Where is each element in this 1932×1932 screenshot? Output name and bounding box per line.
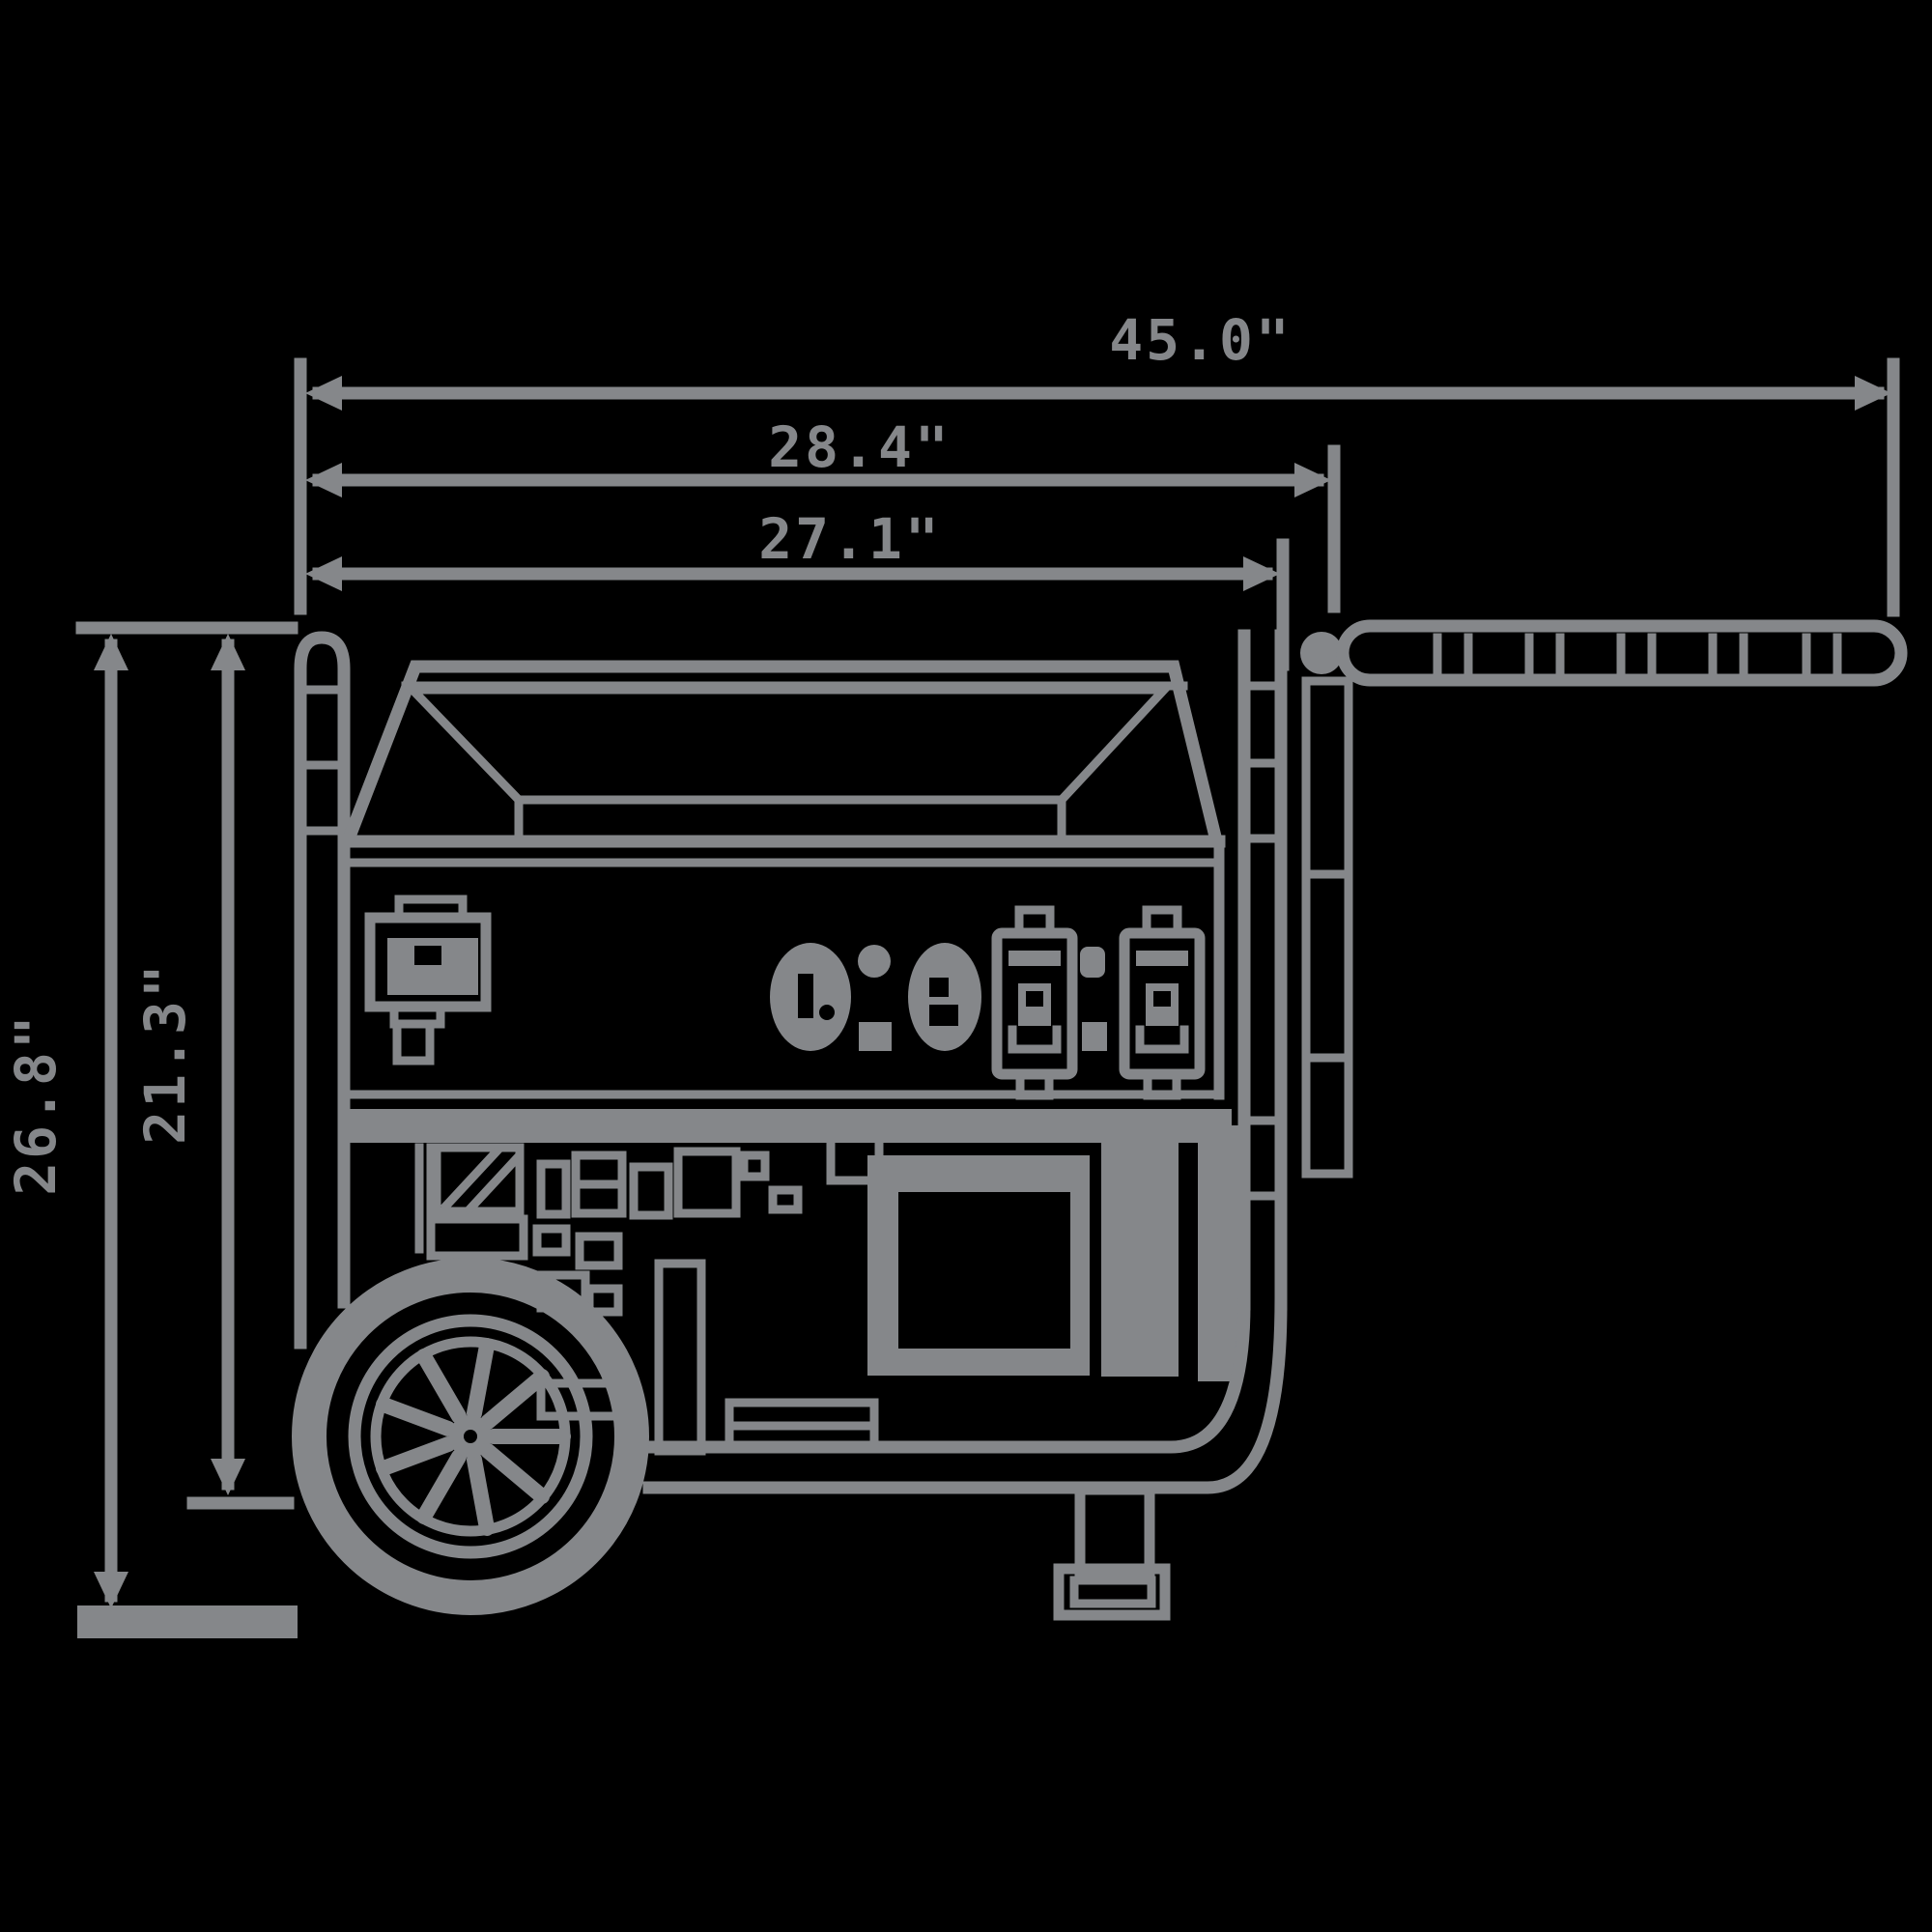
detail-rect — [826, 1133, 884, 1185]
telescoping-handle — [1300, 619, 1908, 687]
dimension-overall-length: 45.0" — [305, 307, 1900, 617]
support-foot — [1053, 1484, 1171, 1621]
frame-length-label: 27.1" — [758, 506, 942, 572]
indicator-light — [858, 945, 891, 978]
foot-pad-inner — [1069, 1576, 1156, 1608]
detail-rect — [532, 1224, 571, 1257]
dimension-frame-length: 27.1" — [305, 506, 1290, 671]
tire — [292, 1258, 649, 1615]
starter-switch — [673, 1147, 741, 1218]
handle-bar — [1336, 619, 1908, 687]
tab-bottom — [1143, 1069, 1181, 1100]
gauge-digit — [798, 974, 813, 1018]
overall-height-label: 26.8" — [3, 1012, 69, 1196]
control-panel — [339, 835, 1232, 1143]
choke-knob — [536, 1159, 571, 1219]
wheel — [292, 1258, 649, 1615]
air-box — [654, 1259, 706, 1456]
left-frame-tube — [294, 631, 351, 1350]
recoil-stripe — [463, 1151, 525, 1216]
outlet-slot — [929, 1005, 958, 1026]
slot-u — [1008, 1025, 1062, 1054]
heat-shield — [1198, 1125, 1240, 1381]
right-frame — [642, 629, 1353, 1494]
mid-length-label: 28.4" — [768, 414, 952, 480]
engine-block-opening — [898, 1192, 1070, 1349]
main-breaker-switch — [364, 895, 492, 1065]
overall-length-label: 45.0" — [1109, 307, 1293, 373]
detail-rect — [768, 1185, 803, 1214]
pilot-lamp — [1080, 947, 1105, 978]
arrow-right — [1855, 376, 1891, 411]
slot-notch — [1153, 991, 1171, 1007]
rim — [348, 1314, 593, 1559]
dimension-overall-height: 26.8" — [3, 621, 298, 1638]
twistlock-outlet-2 — [1119, 905, 1206, 1100]
slot-bar — [1136, 951, 1188, 966]
recoil-stripe — [440, 1145, 503, 1212]
arrow-top — [211, 634, 245, 670]
frame-curve-inner — [642, 1297, 1251, 1454]
fuel-tank — [341, 660, 1223, 846]
tank-outline — [341, 660, 1223, 845]
arrow-left — [305, 376, 342, 411]
frame-height-label: 21.3" — [132, 961, 198, 1145]
recoil-housing — [432, 1143, 525, 1216]
arrow-bottom — [94, 1572, 128, 1608]
arrow-left — [305, 463, 342, 497]
spokes — [376, 1338, 571, 1536]
arrow-right — [1243, 556, 1280, 591]
outlet-mid-pair — [1080, 947, 1107, 1051]
detail-rect — [575, 1232, 623, 1270]
reset-button — [859, 1022, 892, 1051]
tick-ground — [77, 1605, 298, 1638]
gauge-dot — [819, 1005, 835, 1020]
detail-rect — [739, 1151, 770, 1181]
tab-bottom — [1015, 1069, 1054, 1100]
axle-dot — [464, 1430, 477, 1443]
twistlock-outlet-1 — [991, 905, 1078, 1100]
indicator-lights — [858, 945, 892, 1051]
hour-meter-gauge — [770, 943, 851, 1051]
slot-notch — [1026, 991, 1043, 1007]
panel-bottom-band — [346, 1109, 1232, 1143]
duplex-outlet — [908, 943, 981, 1051]
recoil-label-plate — [426, 1214, 528, 1261]
dimension-frame-height: 21.3" — [132, 634, 295, 1510]
arrow-right — [1294, 463, 1331, 497]
handle-hinge — [1300, 632, 1343, 674]
tank-recess — [402, 685, 1175, 805]
foot-stem — [1074, 1484, 1155, 1577]
breaker-reset — [392, 1019, 435, 1065]
arrow-top — [94, 634, 128, 670]
muffler — [1101, 1130, 1179, 1377]
foot-pad — [1053, 1563, 1171, 1621]
frame-curve-outer — [642, 1297, 1288, 1494]
arrow-left — [305, 556, 342, 591]
small-button — [1082, 1022, 1107, 1051]
tube-outline — [294, 631, 351, 1350]
switch-block — [629, 1162, 673, 1220]
slot-u — [1135, 1025, 1189, 1054]
breaker-tab — [394, 895, 468, 923]
breaker-toggle — [414, 946, 441, 965]
detail-rect — [584, 1284, 623, 1317]
handle-bracket — [1301, 676, 1353, 1179]
slot-bar — [1009, 951, 1061, 966]
dimension-mid-length: 28.4" — [305, 414, 1341, 613]
arrow-bottom — [211, 1459, 245, 1495]
outlet-slot — [929, 978, 949, 997]
engine-bay — [414, 1125, 1240, 1456]
